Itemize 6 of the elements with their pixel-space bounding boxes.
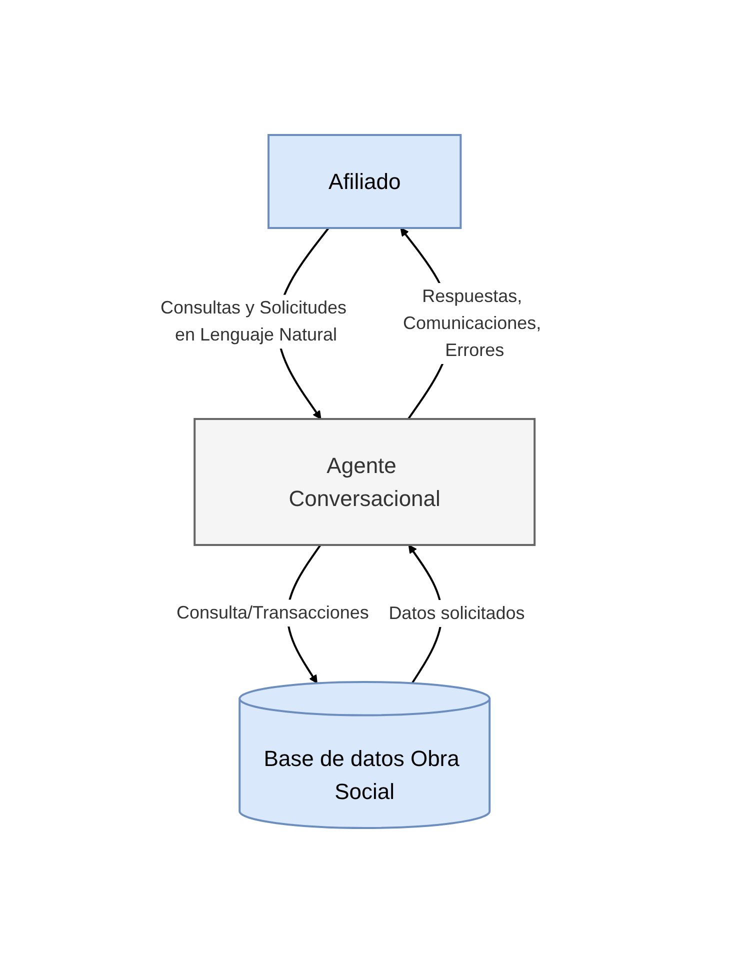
edge-label: Consulta/Transacciones	[176, 602, 370, 622]
edge-label: Datos solicitados	[388, 602, 525, 622]
node-box: Afiliado	[268, 134, 462, 228]
node-box: Agente Conversacional	[194, 418, 536, 546]
edge-label: Respuestas, Comunicaciones, Errores	[403, 286, 542, 360]
edge-label: Consultas y Solicitudes en Lenguaje Natural	[160, 297, 347, 344]
